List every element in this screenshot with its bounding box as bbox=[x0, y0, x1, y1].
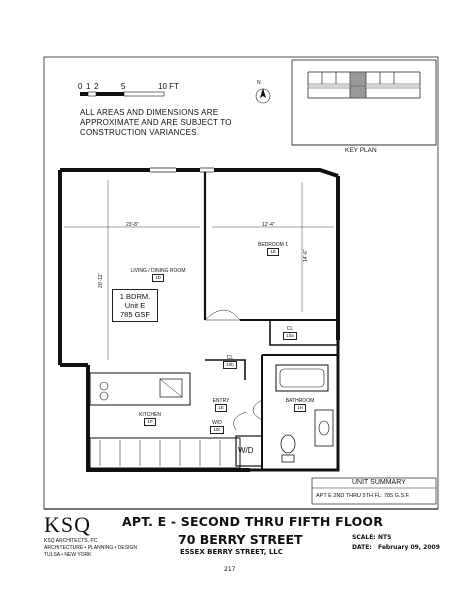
room-name: KITCHEN bbox=[139, 412, 161, 418]
room-entry: ENTRY 1E bbox=[206, 398, 236, 412]
note-line: APPROXIMATE AND ARE SUBJECT TO bbox=[80, 118, 232, 127]
unit-summary-title: UNIT SUMMARY bbox=[352, 479, 406, 486]
scale-bar-graphic bbox=[80, 91, 165, 97]
room-name: W/D bbox=[212, 420, 222, 426]
note-line: CONSTRUCTION VARIANCES. bbox=[80, 128, 200, 137]
room-code: 1E bbox=[215, 404, 227, 412]
unit-area: 785 GSF bbox=[119, 310, 150, 319]
scale-tick: 2 bbox=[94, 82, 99, 91]
room-code: 10a bbox=[283, 332, 297, 340]
north-arrow-icon bbox=[255, 88, 271, 104]
unit-info-box: 1 BDRM. Unit E 785 GSF bbox=[112, 289, 158, 322]
scale-tick: 0 bbox=[78, 82, 83, 91]
room-code: 10b bbox=[223, 361, 237, 369]
firm-logo: KSQ bbox=[44, 512, 92, 537]
room-code: 1P bbox=[144, 418, 156, 426]
room-bathroom: BATHROOM 1H bbox=[280, 398, 320, 412]
room-closet-entry: CL 10b bbox=[220, 355, 240, 369]
room-name: BEDROOM 1 bbox=[257, 242, 288, 248]
sheet-owner: ESSEX BERRY STREET, LLC bbox=[180, 548, 283, 556]
dim-bedroom-width: 12'-4" bbox=[262, 222, 275, 228]
firm-disciplines: ARCHITECTURE • PLANNING • DESIGN bbox=[44, 545, 137, 551]
room-wd-closet: W/D 10c bbox=[206, 420, 228, 434]
scale-tick: 1 bbox=[86, 82, 91, 91]
sheet-address: 70 BERRY STREET bbox=[178, 532, 303, 547]
room-name: CL bbox=[286, 326, 294, 332]
scale-label: SCALE: bbox=[352, 534, 376, 541]
room-living: LIVING / DINING ROOM 1D bbox=[118, 268, 198, 282]
room-code: 1H bbox=[294, 404, 306, 412]
room-name: LIVING / DINING ROOM bbox=[130, 268, 186, 274]
date-label: DATE: bbox=[352, 544, 372, 551]
room-code: 1B bbox=[267, 248, 279, 256]
room-name: BATHROOM bbox=[285, 398, 315, 404]
firm-name: KSQ ARCHITECTS, PC bbox=[44, 538, 98, 544]
key-plan-graphic bbox=[307, 71, 421, 99]
room-code: 1D bbox=[152, 274, 164, 282]
scale-tick: 5 bbox=[121, 82, 126, 91]
north-label: N bbox=[257, 80, 261, 86]
unit-type: 1 BDRM. bbox=[119, 292, 151, 301]
room-closet-bed: CL 10a bbox=[280, 326, 300, 340]
room-kitchen: KITCHEN 1P bbox=[130, 412, 170, 426]
page-number: 217 bbox=[224, 566, 236, 573]
room-name: ENTRY bbox=[212, 398, 230, 404]
wd-label: W/D bbox=[238, 446, 254, 455]
date-value: February 09, 2009 bbox=[378, 544, 440, 551]
dim-living-width: 23'-8" bbox=[126, 222, 139, 228]
firm-locations: TULSA • NEW YORK bbox=[44, 552, 92, 558]
key-plan-label: KEY PLAN bbox=[345, 147, 377, 154]
scale-tick: 10 FT bbox=[158, 82, 179, 91]
note-line: ALL AREAS AND DIMENSIONS ARE bbox=[80, 108, 219, 117]
room-name: CL bbox=[226, 355, 234, 361]
room-code: 10c bbox=[210, 426, 224, 434]
unit-name: Unit E bbox=[124, 301, 146, 310]
scale-value: NTS bbox=[378, 534, 392, 541]
sheet-title: APT. E - SECOND THRU FIFTH FLOOR bbox=[122, 514, 384, 529]
unit-summary-text: APT E 2ND THRU 5TH FL: 785 G.S.F. bbox=[316, 493, 410, 499]
room-bedroom: BEDROOM 1 1B bbox=[248, 242, 298, 256]
